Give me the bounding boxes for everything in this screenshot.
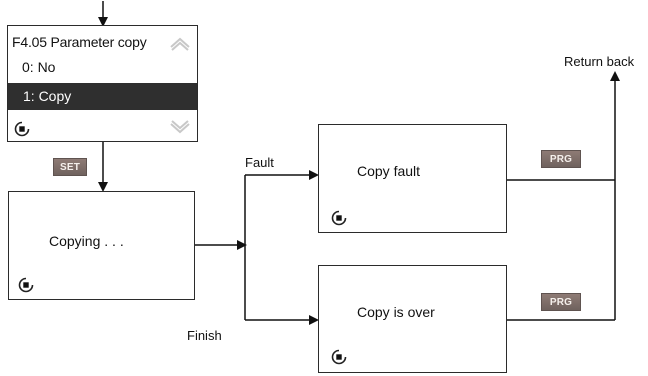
- stop-icon[interactable]: [330, 209, 348, 227]
- chevron-up-icon[interactable]: [168, 35, 192, 51]
- parameter-copy-menu-panel: F4.05 Parameter copy 0: No 1: Copy: [7, 25, 198, 142]
- copy-over-text: Copy is over: [357, 304, 435, 320]
- stop-icon[interactable]: [17, 276, 35, 294]
- prg-key-finish[interactable]: PRG: [541, 293, 581, 311]
- fault-label: Fault: [245, 155, 274, 170]
- return-back-label: Return back: [564, 54, 635, 69]
- menu-option-no[interactable]: 0: No: [22, 59, 56, 75]
- copying-text: Copying . . .: [49, 233, 124, 249]
- chevron-down-icon[interactable]: [168, 120, 192, 136]
- copy-over-panel: Copy is over: [318, 265, 507, 373]
- finish-label: Finish: [187, 328, 222, 343]
- menu-title: F4.05 Parameter copy: [12, 34, 147, 50]
- stop-icon[interactable]: [13, 120, 31, 138]
- stop-icon[interactable]: [330, 348, 348, 366]
- menu-option-copy[interactable]: 1: Copy: [8, 83, 197, 110]
- prg-key-fault[interactable]: PRG: [541, 150, 581, 168]
- copy-fault-text: Copy fault: [357, 163, 421, 179]
- copying-panel: Copying . . .: [8, 191, 195, 300]
- copy-fault-panel: Copy fault: [318, 124, 507, 233]
- set-key[interactable]: SET: [53, 158, 87, 176]
